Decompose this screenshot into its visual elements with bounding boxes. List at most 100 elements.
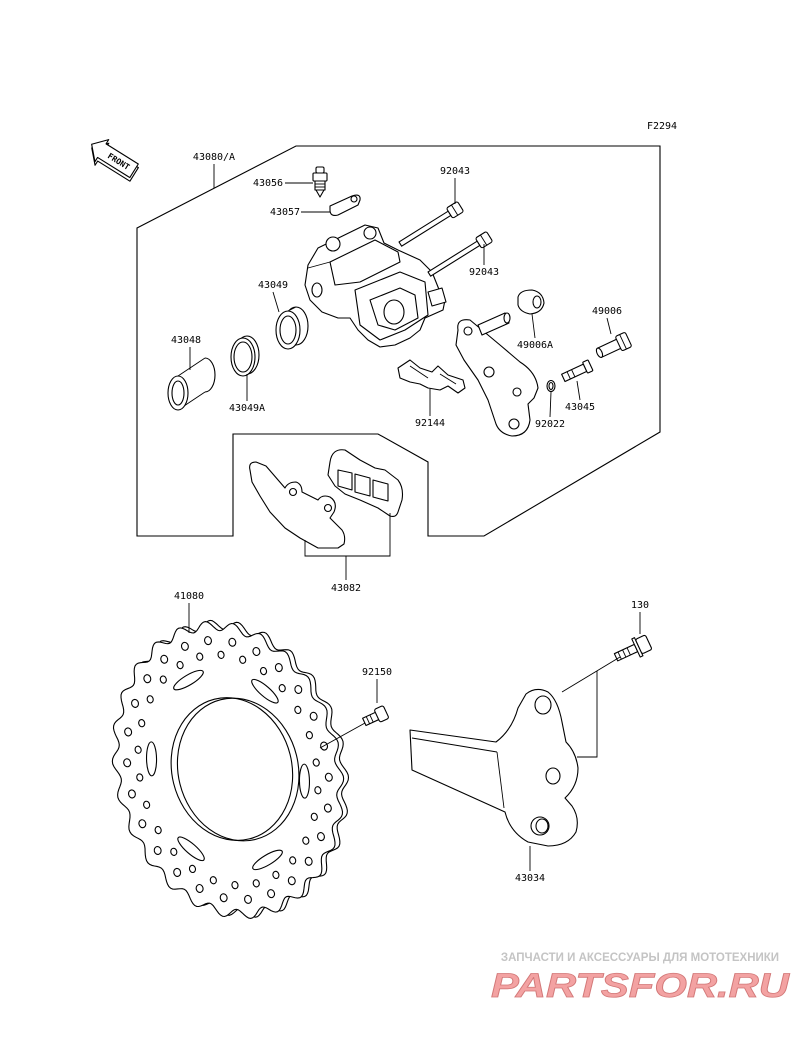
- callout-piston-seal: 43049: [258, 280, 288, 291]
- callout-slide-pin-lower: 92043: [469, 267, 499, 278]
- disc-slot: [173, 669, 204, 691]
- disc-vent-hole: [154, 825, 162, 835]
- disc-vent-hole: [159, 675, 167, 684]
- diagram-code: F2294: [647, 121, 677, 132]
- disc-vent-hole: [305, 731, 313, 740]
- disc-vent-hole: [312, 758, 320, 767]
- disc-vent-hole: [323, 803, 332, 813]
- callout-flange-bolt: 130: [631, 600, 649, 611]
- disc-vent-hole: [228, 637, 237, 647]
- callout-dust-seal: 43049A: [229, 403, 265, 414]
- disc-vent-hole: [176, 660, 184, 670]
- disc-slot: [177, 836, 205, 862]
- disc-vent-hole: [314, 786, 322, 795]
- callout-bleeder-cap: 43057: [270, 207, 300, 218]
- disc-vent-hole: [134, 745, 142, 754]
- disc-vent-hole: [173, 867, 182, 877]
- bracket-bolt-part: [595, 332, 632, 358]
- disc-vent-hole: [267, 889, 276, 899]
- front-arrow-icon: FRONT: [91, 139, 139, 182]
- brake-disc-part: [111, 619, 350, 919]
- disc-vent-hole: [294, 705, 302, 715]
- disc-center-bore-wall: [176, 697, 300, 842]
- disc-vent-hole: [138, 819, 147, 829]
- brake-pad-right-part: [327, 449, 404, 518]
- callout-bleeder-valve: 43056: [253, 178, 283, 189]
- watermark-logo: PARTSFOR.RU: [491, 967, 791, 1005]
- disc-vent-hole: [188, 864, 197, 874]
- disc-vent-hole: [180, 641, 189, 651]
- disc-vent-hole: [143, 800, 151, 809]
- piston-seal-part: [275, 306, 309, 350]
- disc-center-bore: [170, 697, 294, 841]
- slide-pin-lower-part: [427, 231, 493, 277]
- bleeder-cap-part: [329, 194, 361, 216]
- pad-spring-part: [397, 359, 466, 394]
- callout-slide-pin-upper: 92043: [440, 166, 470, 177]
- caliper-mount-bracket-part: [409, 688, 579, 847]
- disc-vent-hole: [294, 684, 303, 695]
- callout-piston: 43048: [171, 335, 201, 346]
- disc-vent-hole: [289, 856, 297, 865]
- callout-brake-pads: 43082: [331, 583, 361, 594]
- disc-vent-hole: [274, 663, 283, 673]
- disc-vent-hole: [316, 832, 325, 842]
- callout-pin-boot: 49006A: [517, 340, 553, 351]
- disc-slot: [252, 849, 283, 871]
- disc-vent-hole: [196, 652, 204, 661]
- watermark-tagline: ЗАПЧАСТИ И АКСЕССУАРЫ ДЛЯ МОТОТЕХНИКИ: [501, 952, 779, 964]
- disc-vent-hole: [310, 812, 318, 821]
- callout-pin-sleeve: 43045: [565, 402, 595, 413]
- flange-bolt-part: [613, 634, 652, 662]
- disc-vent-hole: [195, 883, 204, 894]
- slide-pin-upper-part: [398, 201, 464, 247]
- disc-vent-hole: [278, 684, 286, 693]
- disc-vent-hole: [244, 894, 252, 904]
- leader-lines: [188, 164, 641, 871]
- callout-bracket-bolt: 49006: [592, 306, 622, 317]
- disc-vent-hole: [123, 758, 132, 768]
- disc-vent-hole: [124, 727, 133, 737]
- disc-vent-hole: [231, 881, 239, 890]
- disc-vent-hole: [287, 876, 296, 886]
- disc-slot: [145, 741, 158, 777]
- disc-vent-hole: [136, 773, 144, 782]
- disc-vent-hole: [272, 870, 280, 880]
- disc-slot: [251, 678, 279, 704]
- disc-vent-hole: [127, 789, 136, 799]
- dust-seal-part: [230, 335, 260, 377]
- brake-pad-left-part: [249, 461, 346, 549]
- disc-vent-hole: [219, 893, 228, 903]
- caliper-assembly-frame: [136, 145, 661, 537]
- pin-sleeve-part: [561, 359, 594, 383]
- disc-vent-hole: [217, 650, 225, 659]
- disc-vent-hole: [160, 654, 169, 664]
- disc-vent-hole: [143, 674, 152, 684]
- caliper-bracket-part: [455, 312, 539, 437]
- disc-vent-hole: [131, 698, 140, 708]
- callout-caliper-assembly: 43080/A: [193, 152, 235, 163]
- disc-vent-hole: [302, 836, 310, 845]
- disc-vent-hole: [204, 636, 212, 646]
- callout-mount-bracket: 43034: [515, 873, 545, 884]
- bleeder-valve-part: [312, 166, 328, 198]
- disc-vent-hole: [259, 666, 268, 676]
- circlip-part: [546, 379, 556, 393]
- disc-vent-hole: [309, 711, 318, 721]
- disc-vent-hole: [146, 695, 154, 704]
- disc-vent-hole: [252, 646, 261, 657]
- callout-disc-bolt: 92150: [362, 667, 392, 678]
- disc-vent-hole: [138, 719, 146, 728]
- disc-vent-hole: [153, 845, 162, 856]
- caliper-body-part: [304, 224, 447, 348]
- disc-vent-hole: [239, 655, 247, 664]
- disc-slot: [298, 763, 311, 799]
- callout-circlip: 92022: [535, 419, 565, 430]
- caliper-piston-part: [167, 357, 216, 411]
- disc-vent-hole: [209, 876, 217, 885]
- disc-vent-hole: [252, 879, 260, 888]
- disc-bolt-part: [362, 705, 389, 727]
- disc-vent-hole: [324, 772, 333, 782]
